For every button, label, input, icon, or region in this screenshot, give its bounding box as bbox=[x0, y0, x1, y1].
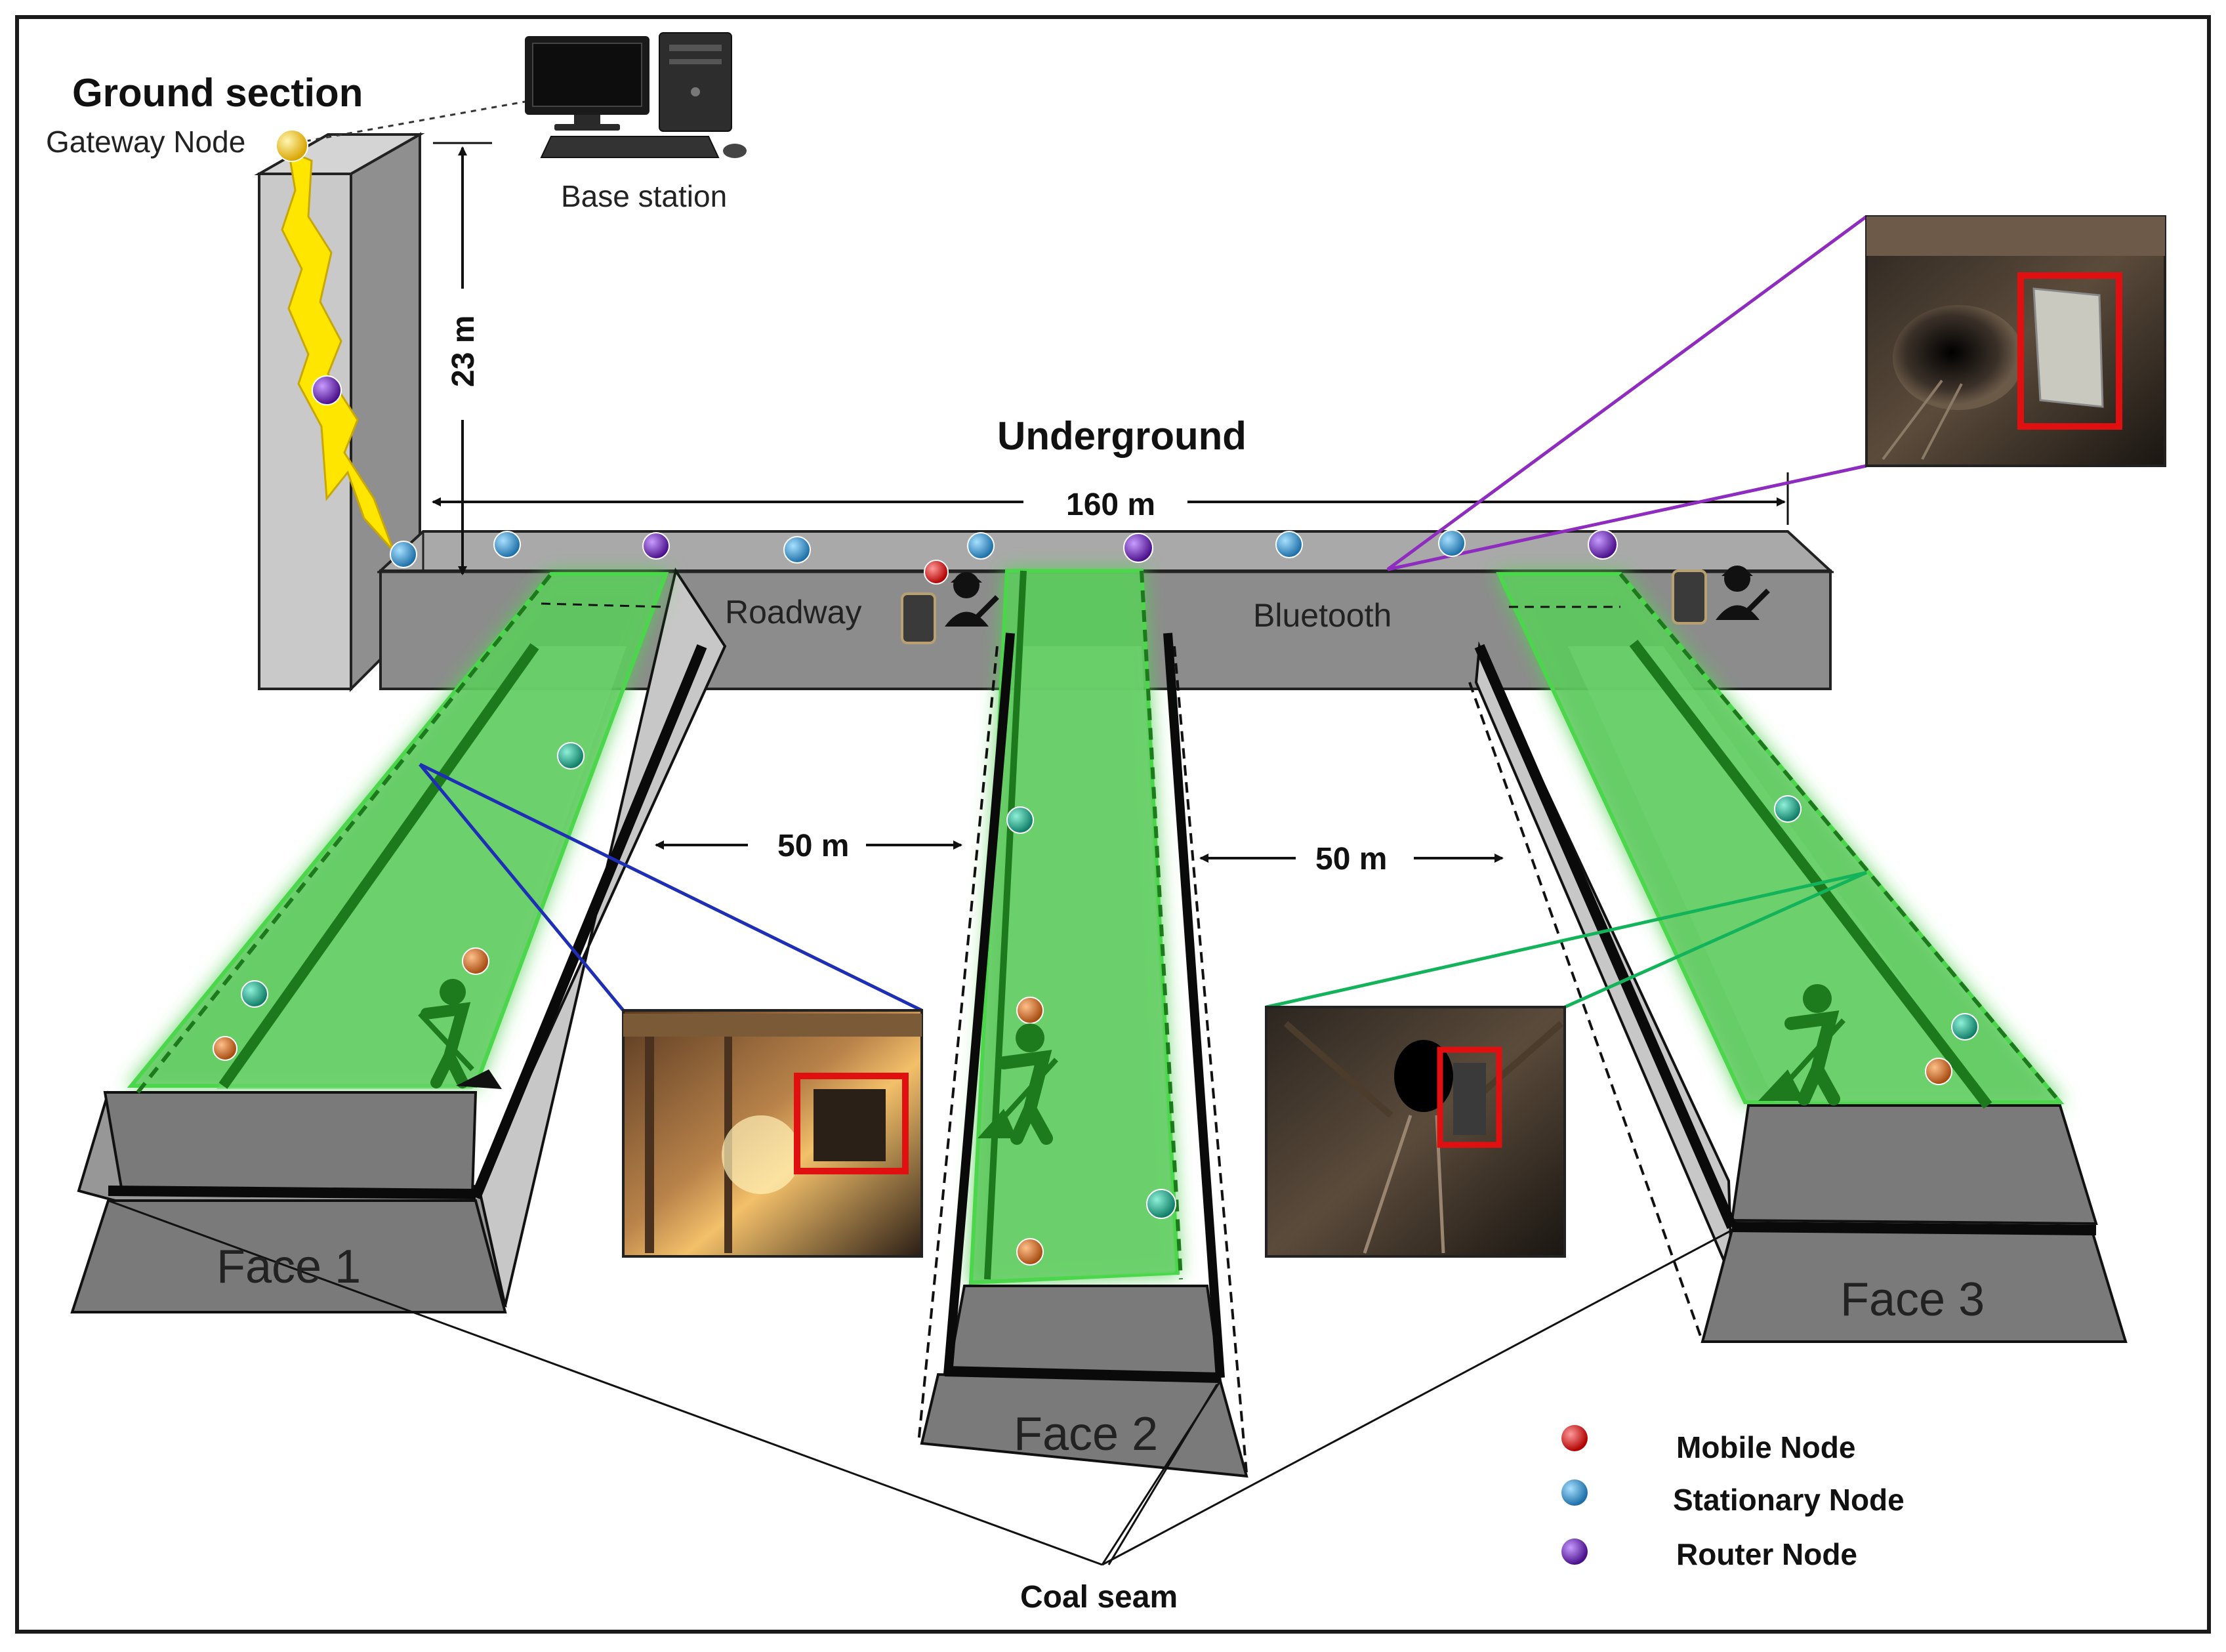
face-3-panel bbox=[1468, 572, 2128, 1343]
bluetooth-label: Bluetooth bbox=[1253, 597, 1391, 634]
computer-icon bbox=[525, 32, 747, 158]
legend-stationary-node-label: Stationary Node bbox=[1673, 1483, 1905, 1517]
stationary-node bbox=[557, 742, 585, 770]
router-node bbox=[312, 375, 342, 405]
stationary-node bbox=[213, 1036, 237, 1061]
ground-section-label: Ground section bbox=[72, 71, 363, 115]
router-node bbox=[1123, 533, 1153, 563]
stationary-node bbox=[1275, 531, 1303, 558]
lightning-icon bbox=[281, 149, 395, 552]
roadway-label: Roadway bbox=[725, 594, 861, 630]
dimension-160m bbox=[432, 472, 1789, 525]
legend: Mobile Node Stationary Node Router Node bbox=[1561, 1425, 1905, 1571]
stationary-node bbox=[241, 980, 268, 1008]
gap-50m-left-label: 50 m bbox=[777, 829, 849, 863]
legend-stationary-node-marker bbox=[1561, 1479, 1588, 1506]
legend-router-node-label: Router Node bbox=[1676, 1537, 1857, 1571]
gateway-node-label: Gateway Node bbox=[46, 125, 245, 159]
phone-icon bbox=[901, 592, 936, 644]
stationary-node bbox=[967, 532, 995, 560]
mobile-node bbox=[924, 560, 949, 585]
stationary-node bbox=[390, 541, 417, 568]
gateway-node bbox=[276, 129, 308, 162]
base-station-label: Base station bbox=[561, 179, 727, 213]
shovel-worker-icon bbox=[978, 1023, 1058, 1145]
gateway-basestation-link bbox=[295, 100, 526, 144]
nodes-layer bbox=[213, 129, 1979, 1266]
face-3-label: Face 3 bbox=[1840, 1273, 1985, 1326]
face-1-label: Face 1 bbox=[216, 1241, 361, 1293]
callout-photo-face-1 bbox=[419, 762, 923, 1258]
stationary-node bbox=[1016, 997, 1044, 1024]
underground-label: Underground bbox=[997, 414, 1247, 458]
stationary-node bbox=[783, 536, 811, 564]
callout-photo-face-3 bbox=[1265, 871, 1868, 1258]
legend-router-node-marker bbox=[1561, 1538, 1588, 1565]
face-2-panel bbox=[917, 569, 1248, 1478]
face-2-label: Face 2 bbox=[1014, 1408, 1158, 1460]
stationary-node bbox=[493, 531, 521, 558]
callout-photo-roadway bbox=[1386, 215, 2166, 571]
miner-icon bbox=[945, 572, 999, 627]
stationary-node bbox=[1438, 529, 1466, 557]
stationary-node bbox=[462, 947, 489, 975]
legend-mobile-node-marker bbox=[1561, 1425, 1588, 1451]
gap-50m-right-label: 50 m bbox=[1315, 842, 1387, 877]
miner-icon bbox=[1716, 566, 1770, 620]
stationary-node bbox=[1774, 795, 1802, 823]
phone-icon bbox=[1672, 569, 1707, 625]
stationary-node bbox=[1951, 1013, 1979, 1041]
stationary-node bbox=[1146, 1189, 1176, 1219]
dimension-23m bbox=[433, 142, 492, 575]
length-160m-label: 160 m bbox=[1066, 487, 1155, 522]
coal-seam-label: Coal seam bbox=[1020, 1580, 1178, 1615]
face-1-panel bbox=[70, 567, 727, 1313]
stationary-node bbox=[1925, 1058, 1952, 1085]
coal-seam-leaders bbox=[108, 1199, 1733, 1566]
stationary-node bbox=[1016, 1238, 1044, 1266]
shovel-worker-icon bbox=[1758, 984, 1845, 1105]
router-node bbox=[1588, 529, 1618, 560]
legend-mobile-node-label: Mobile Node bbox=[1676, 1430, 1855, 1464]
height-23m-label: 23 m bbox=[446, 316, 481, 387]
shovel-worker-icon bbox=[418, 979, 502, 1089]
stationary-node bbox=[1006, 806, 1034, 834]
router-node bbox=[642, 532, 670, 560]
